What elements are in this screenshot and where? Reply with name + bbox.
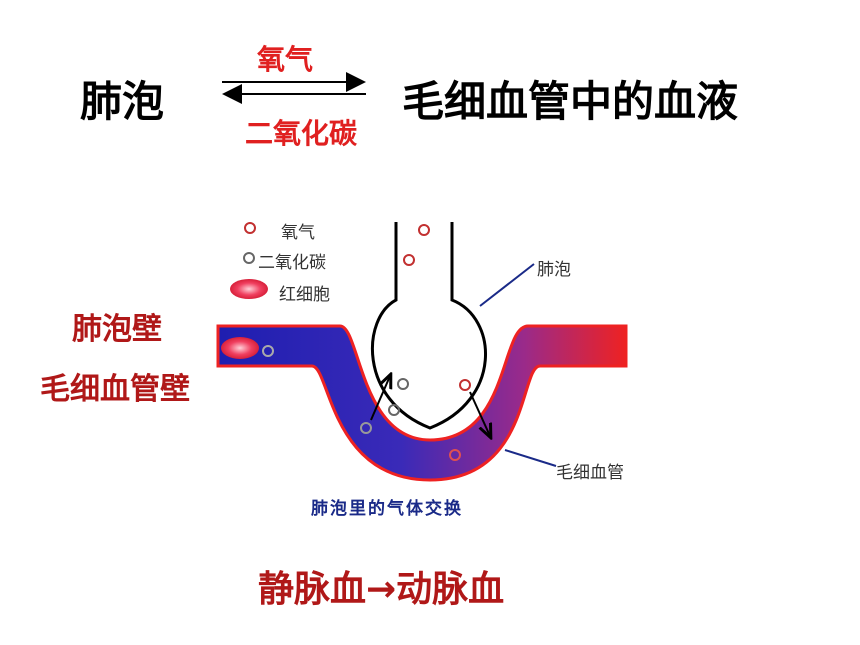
alveolar-wall-label: 肺泡壁 — [72, 312, 162, 347]
oxygen-diffusion-arrow — [469, 391, 490, 436]
legend-oxygen-icon — [244, 222, 256, 234]
co2-particle — [360, 422, 372, 434]
capillary-vessel — [216, 324, 628, 482]
legend-co2-icon — [243, 252, 255, 264]
alveolus-title: 肺泡 — [80, 77, 165, 126]
oxygen-particle — [403, 254, 415, 266]
blood-change-footer: 静脉血→动脉血 — [258, 569, 505, 610]
legend-oxygen-label: 氧气 — [281, 223, 315, 243]
capillary-wall-label: 毛细血管壁 — [40, 372, 190, 407]
co2-particle — [388, 404, 400, 416]
co2-particle — [262, 345, 274, 357]
capillary-callout: 毛细血管 — [556, 463, 624, 483]
diagram-caption: 肺泡里的气体交换 — [311, 499, 463, 519]
red-blood-cell — [221, 337, 259, 359]
alveolus-shape — [371, 222, 488, 430]
legend-co2-label: 二氧化碳 — [258, 253, 326, 273]
capillary-leader-line — [504, 449, 557, 467]
legend-rbc-label: 红细胞 — [279, 285, 330, 305]
oxygen-particle — [459, 379, 471, 391]
oxygen-particle — [418, 224, 430, 236]
co2-diffusion-arrow — [370, 376, 390, 421]
oxygen-particle — [449, 449, 461, 461]
alveolus-callout: 肺泡 — [537, 260, 571, 280]
legend-rbc-icon — [230, 279, 268, 299]
capillary-blood-title: 毛细血管中的血液 — [402, 77, 739, 126]
oxygen-arrow-label: 氧气 — [257, 43, 314, 76]
co2-particle — [397, 378, 409, 390]
exchange-double-arrow — [222, 72, 366, 104]
alveolus-leader-line — [479, 263, 535, 307]
co2-arrow-label: 二氧化碳 — [245, 117, 358, 150]
